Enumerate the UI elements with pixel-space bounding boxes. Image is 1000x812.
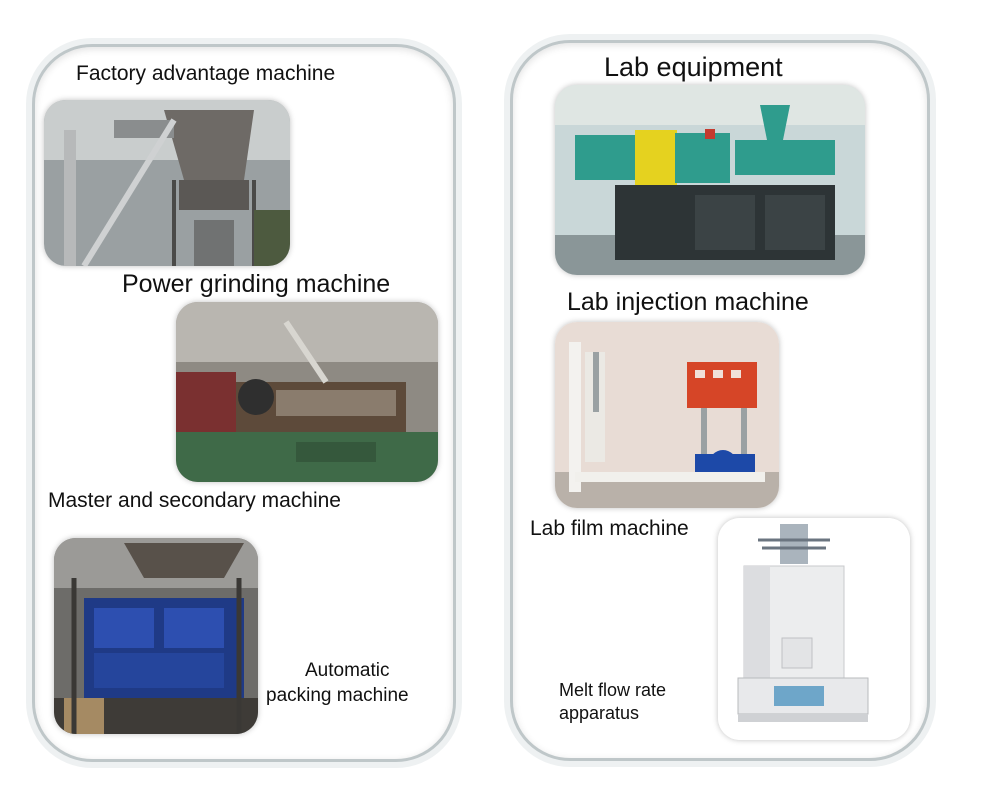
photo-lab-equipment-injection <box>555 85 865 275</box>
photo-lab-film-machine <box>555 322 779 508</box>
caption-master-secondary: Master and secondary machine <box>48 489 341 512</box>
caption-lab-injection: Lab injection machine <box>567 288 809 316</box>
caption-melt-flow-line1: Melt flow rate <box>559 680 667 700</box>
caption-melt-flow-line2: apparatus <box>559 703 640 723</box>
caption-automatic-line2: packing machine <box>266 685 409 706</box>
photo-power-grinding-machine <box>176 302 438 482</box>
photo-melt-flow-rate-apparatus <box>718 518 910 740</box>
caption-automatic-line1: Automatic <box>305 660 390 681</box>
photo-automatic-packing-machine <box>54 538 258 734</box>
caption-factory-advantage: Factory advantage machine <box>76 62 336 85</box>
caption-lab-film: Lab film machine <box>530 517 689 540</box>
caption-power-grinding: Power grinding machine <box>122 270 391 298</box>
photo-factory-advantage-machine <box>44 100 290 266</box>
caption-lab-equipment: Lab equipment <box>604 52 783 82</box>
